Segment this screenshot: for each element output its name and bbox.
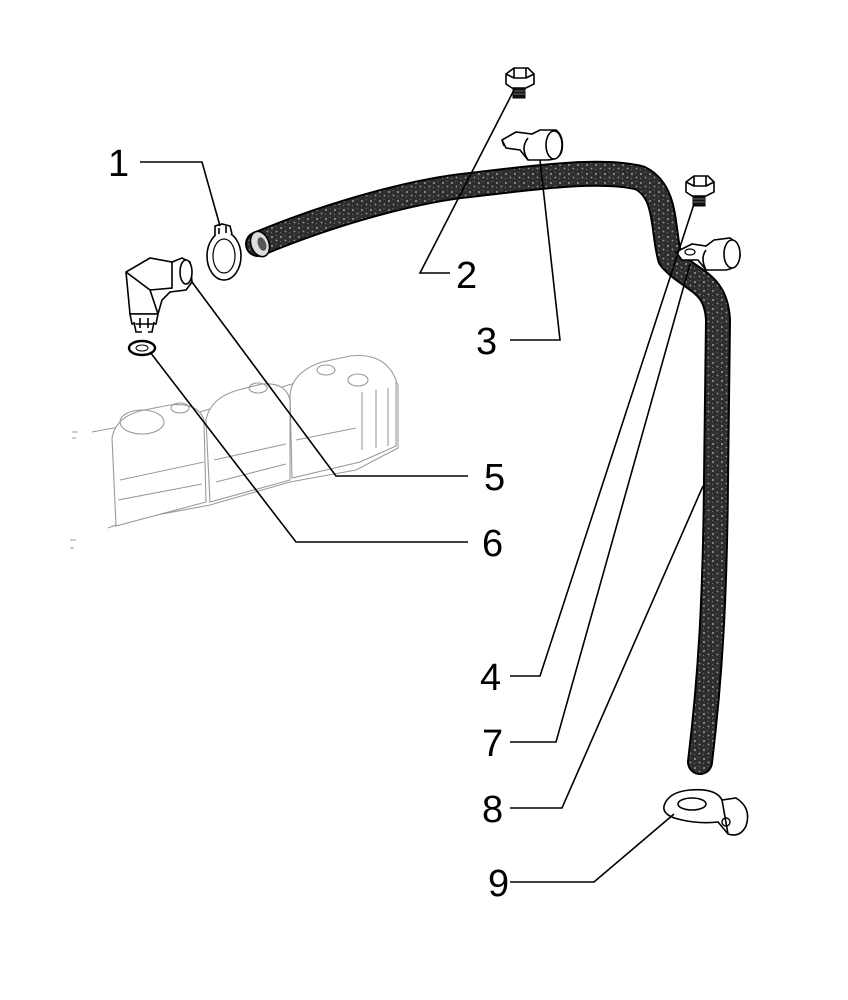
sealing-washer [127, 339, 157, 357]
leader-3 [510, 159, 561, 341]
callout-2: 2 [456, 255, 477, 297]
leader-5 [191, 281, 468, 477]
leader-7 [510, 263, 691, 743]
support-bracket [663, 788, 749, 836]
callout-7: 7 [482, 723, 503, 765]
callout-6: 6 [482, 523, 503, 565]
breather-hose [245, 160, 731, 775]
callouts: 1 2 3 4 5 6 7 8 9 [108, 143, 509, 905]
leader-4 [510, 203, 695, 677]
bolt-lower [685, 175, 715, 207]
leader-lines [140, 89, 704, 883]
callout-8: 8 [482, 789, 503, 831]
engine-rocker-cover-background [70, 354, 399, 549]
callout-4: 4 [480, 657, 501, 699]
elbow-fitting [125, 257, 193, 333]
pipe-clip-lower [674, 237, 741, 271]
callout-3: 3 [476, 321, 497, 363]
callout-1: 1 [108, 143, 129, 185]
bolt-upper [505, 67, 535, 99]
leader-8 [510, 485, 704, 809]
callout-9: 9 [488, 863, 509, 905]
pipe-clip-upper [500, 129, 564, 161]
hose-clamp [206, 223, 242, 281]
leader-9 [510, 813, 675, 883]
leader-6 [149, 351, 468, 543]
leader-1 [140, 161, 221, 227]
callout-5: 5 [484, 457, 505, 499]
leader-2 [418, 89, 515, 274]
